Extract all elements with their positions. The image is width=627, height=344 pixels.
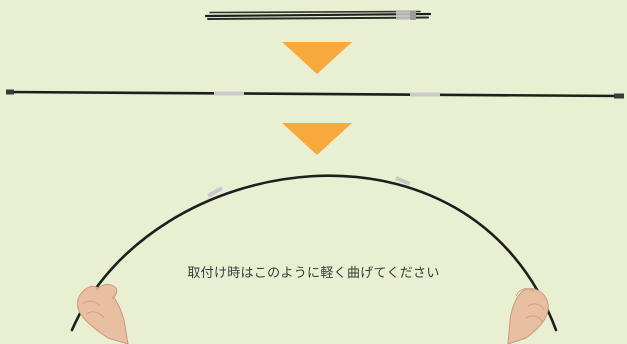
left-hand [77, 283, 129, 344]
folded-pole-bundle [204, 10, 432, 20]
straight-pole [6, 89, 624, 99]
bent-pole-arch [70, 174, 558, 332]
right-hand [507, 288, 549, 344]
down-triangle-icon [282, 42, 352, 74]
down-triangle-icon [282, 123, 352, 155]
instruction-caption: 取付け時はこのように軽く曲げてください [187, 266, 440, 281]
